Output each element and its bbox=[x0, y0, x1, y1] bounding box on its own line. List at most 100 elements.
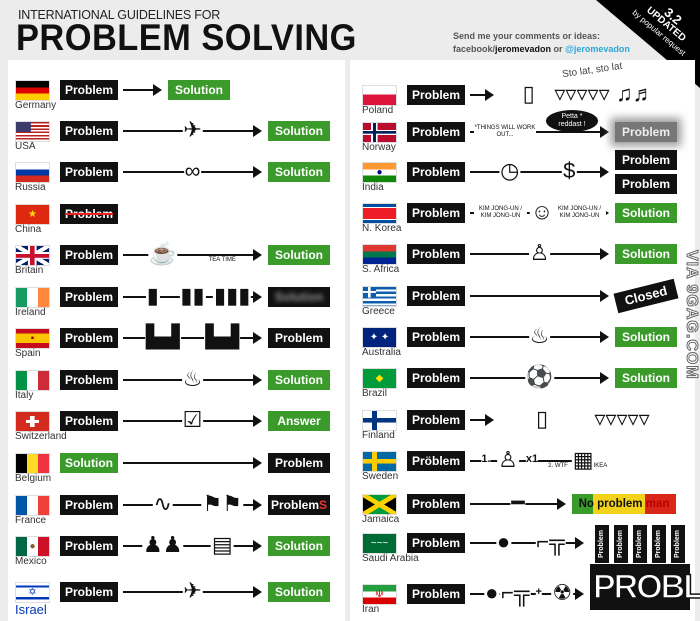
facebook-prefix: facebook/ bbox=[453, 44, 496, 54]
instruction-figure-icon: ♙ bbox=[497, 446, 519, 474]
input-label: Problem bbox=[411, 125, 460, 139]
annotation-text: KIM JONG-UN / KIM JONG-UN bbox=[553, 206, 606, 220]
output-problem-box: Problem bbox=[615, 174, 677, 194]
usa-flag-icon: ▤ bbox=[210, 531, 234, 559]
flow-arrow-icon bbox=[470, 414, 494, 426]
input-problem-box: Problem bbox=[407, 410, 465, 430]
country-name: Saudi Arabia bbox=[362, 553, 419, 564]
australia-flag-emblem: ✦ ✦ bbox=[369, 332, 390, 343]
ballot-box-icon: ☑ bbox=[181, 406, 204, 434]
subtitle: INTERNATIONAL GUIDELINES FOR bbox=[18, 8, 221, 22]
input-label: Problem bbox=[411, 206, 460, 220]
input-label: Problem bbox=[64, 290, 113, 304]
kim-jong-un-face-icon: ☺ bbox=[529, 198, 555, 226]
spaghetti-icon: ♨ bbox=[181, 365, 204, 393]
input-label: Problem bbox=[64, 539, 113, 553]
country-name: Spain bbox=[15, 348, 41, 359]
annotation-text: 1. bbox=[481, 453, 491, 465]
input-label: Solution bbox=[65, 456, 113, 470]
country-name: Mexico bbox=[15, 556, 47, 567]
output-label: Problem bbox=[621, 177, 670, 191]
radiation-icon: ☢ bbox=[551, 579, 574, 607]
country-name: Belgium bbox=[15, 473, 52, 484]
input-label: Problem bbox=[64, 585, 113, 599]
britain-flag-icon bbox=[15, 245, 50, 266]
country-name: Norway bbox=[362, 142, 396, 153]
output-label: Problem bbox=[270, 498, 319, 512]
rugby-player-icon: ♙ bbox=[528, 239, 551, 267]
output-solution-box: Solution bbox=[268, 121, 330, 141]
flow-arrow-icon bbox=[470, 126, 609, 138]
input-label: Problem bbox=[411, 536, 460, 550]
input-problem-box: Problem bbox=[60, 495, 118, 515]
input-label: Problem bbox=[64, 373, 113, 387]
russia-flag-icon bbox=[15, 162, 50, 183]
flow-arrow-icon bbox=[123, 499, 262, 511]
output-problem-box: Problem bbox=[268, 453, 330, 473]
input-label: Problem bbox=[411, 371, 460, 385]
input-problem-box: Problem bbox=[407, 286, 465, 306]
output-label: Problem bbox=[636, 530, 643, 559]
output-problem-box: Problem bbox=[595, 525, 609, 563]
country-name: Iran bbox=[362, 604, 380, 615]
output-suffix: S bbox=[319, 498, 328, 512]
output-label: Problem bbox=[274, 331, 323, 345]
country-name: India bbox=[362, 182, 384, 193]
country-row-belgium: Belgium Solution Problem bbox=[15, 453, 345, 484]
annotation-text: *THINGS WILL WORK OUT... bbox=[474, 125, 536, 139]
output-solution-box: Solution bbox=[168, 80, 230, 100]
running-people-icon: ♟♟ bbox=[142, 531, 184, 559]
alarm-clock-icon: ◷ bbox=[499, 157, 521, 185]
greece-flag-icon bbox=[362, 286, 397, 307]
country-name: Greece bbox=[362, 306, 395, 317]
flow-arrow-icon bbox=[123, 540, 262, 552]
china-flag-emblem: ★ bbox=[28, 209, 37, 220]
israel-flag-emblem: ✡ bbox=[28, 587, 37, 598]
country-name: Israel bbox=[15, 602, 47, 617]
input-problem-box: Problem bbox=[60, 582, 118, 602]
output-problem-box: Problem bbox=[614, 525, 628, 563]
input-label: Problem bbox=[64, 331, 113, 345]
germany-flag-icon bbox=[15, 80, 50, 101]
output-solution-box: Solution bbox=[615, 244, 677, 264]
watermark: VIA 9GAG.COM bbox=[683, 250, 700, 381]
saudi-flag-icon: ~~~ bbox=[362, 533, 397, 554]
country-name: Switzerland bbox=[15, 431, 67, 442]
music-notes-icon: ♫♬ bbox=[615, 80, 656, 108]
sleeping-bed-icon: ▙▟ bbox=[204, 323, 241, 351]
input-label: Problem bbox=[64, 414, 113, 428]
brazil-flag-icon: ◆ bbox=[362, 368, 397, 389]
country-name: Poland bbox=[362, 105, 394, 116]
sleeping-bed-icon: ▙▟ bbox=[144, 323, 181, 351]
annotation-text: + bbox=[535, 586, 542, 598]
country-name: S. Africa bbox=[362, 264, 400, 275]
nkorea-flag-icon: ★ bbox=[362, 203, 397, 224]
output-label: PROBLEM bbox=[592, 567, 700, 607]
barbecue-icon: ♨ bbox=[528, 322, 551, 350]
page-title: PROBLEM SOLVING bbox=[16, 17, 357, 58]
input-problem-box: Problem bbox=[60, 328, 118, 348]
country-name: France bbox=[15, 515, 47, 526]
input-problem-box: Problem bbox=[407, 494, 465, 514]
input-problem-box: Problem bbox=[60, 204, 118, 224]
output-problem-box: Problem bbox=[615, 150, 677, 170]
bomb-icon: ● bbox=[484, 579, 500, 607]
output-label: Solution bbox=[275, 539, 323, 553]
ireland-flag-icon bbox=[15, 287, 50, 308]
output-solution-box: Solution bbox=[268, 582, 330, 602]
blurred-text: Solution bbox=[275, 290, 323, 304]
output-label: Solution bbox=[622, 330, 670, 344]
facebook-handle: jeromevadon bbox=[495, 44, 552, 54]
drone-icon: ✈ bbox=[182, 116, 203, 144]
output-solution-box: Solution bbox=[268, 370, 330, 390]
